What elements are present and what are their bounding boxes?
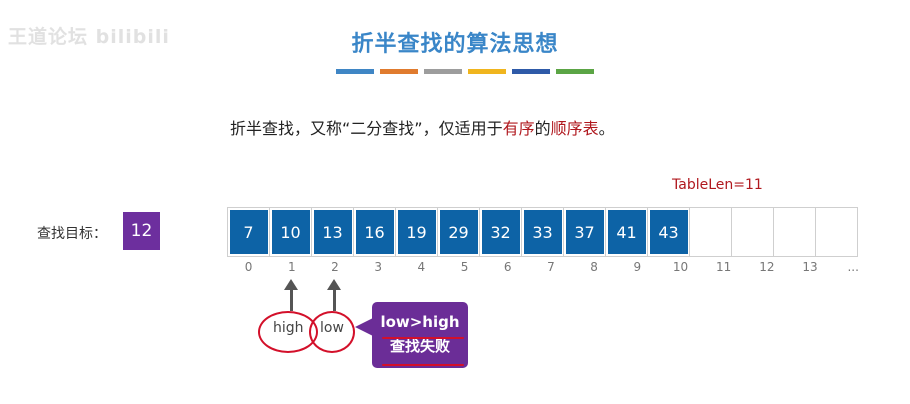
array-index: 8 [590, 260, 598, 274]
array-element: 41 [607, 210, 646, 254]
array-cell: 16 [354, 208, 396, 256]
color-stripe [336, 69, 374, 74]
array-element: 10 [271, 210, 310, 254]
color-stripe [512, 69, 550, 74]
array-cell: 41 [606, 208, 648, 256]
low-pointer-arrow [327, 279, 341, 311]
array-index: 4 [417, 260, 426, 274]
array-index: 11 [716, 260, 732, 274]
array-cell: 19 [396, 208, 438, 256]
intro-highlight-ordered: 有序 [502, 119, 535, 138]
array-element: 33 [523, 210, 562, 254]
table-length-label: TableLen=11 [672, 177, 763, 193]
array-index: 3 [374, 260, 382, 274]
array-cell: 37 [564, 208, 606, 256]
array-index: 9 [633, 260, 642, 274]
array-element: 29 [439, 210, 478, 254]
title-color-stripes [336, 69, 594, 74]
color-stripe [380, 69, 418, 74]
array-cell [774, 208, 816, 256]
low-pointer-label: low [320, 320, 344, 336]
array-element: 16 [355, 210, 394, 254]
arrow-head-icon [284, 279, 298, 290]
array-cell: 13 [312, 208, 354, 256]
intro-text: 折半查找，又称“二分查找”，仅适用于 [230, 119, 503, 138]
intro-text: 的 [534, 119, 551, 138]
color-stripe [556, 69, 594, 74]
array-index: ... [847, 260, 859, 274]
callout-underline-annotation [382, 337, 464, 339]
callout-result: 查找失败 [389, 337, 450, 355]
array-index: 6 [503, 260, 512, 274]
array-element: 32 [481, 210, 520, 254]
array-index: 1 [287, 260, 296, 274]
watermark: 王道论坛 bilibili [8, 26, 170, 48]
callout-tail [355, 318, 373, 336]
array-cell: 29 [438, 208, 480, 256]
arrow-head-icon [327, 279, 341, 290]
callout-condition: low>high [380, 313, 460, 331]
array-element: 43 [649, 210, 688, 254]
array-index: 0 [244, 260, 253, 274]
search-target-label: 查找目标： [37, 226, 107, 242]
high-pointer-label: high [273, 320, 304, 336]
low-circle-annotation [309, 311, 355, 353]
high-pointer-arrow [284, 279, 298, 311]
array-cell: 33 [522, 208, 564, 256]
array-cell: 32 [480, 208, 522, 256]
array-index: 12 [759, 260, 775, 274]
search-target-value: 12 [123, 212, 160, 250]
failure-callout: low>high 查找失败 [372, 302, 468, 368]
array-element: 13 [313, 210, 352, 254]
intro-text: 。 [598, 119, 615, 138]
array-cell: 43 [648, 208, 690, 256]
array-cell [732, 208, 774, 256]
array-element: 7 [229, 210, 268, 254]
array-cell: 10 [270, 208, 312, 256]
color-stripe [468, 69, 506, 74]
array-index: 13 [802, 260, 818, 274]
slide-title: 折半查找的算法思想 [351, 32, 559, 57]
array-cell [690, 208, 732, 256]
array-index: 5 [460, 260, 469, 274]
intro-sentence: 折半查找，又称“二分查找”，仅适用于有序的顺序表。 [230, 115, 615, 139]
color-stripe [424, 69, 462, 74]
array-element: 37 [565, 210, 604, 254]
array-index: 10 [672, 260, 689, 274]
array-index: 2 [331, 260, 339, 274]
callout-underline-annotation [382, 364, 464, 366]
array-cell [816, 208, 858, 256]
array-element: 19 [397, 210, 436, 254]
array-index: 7 [547, 260, 555, 274]
intro-highlight-sequential-list: 顺序表 [550, 119, 599, 138]
array-cell: 7 [228, 208, 270, 256]
